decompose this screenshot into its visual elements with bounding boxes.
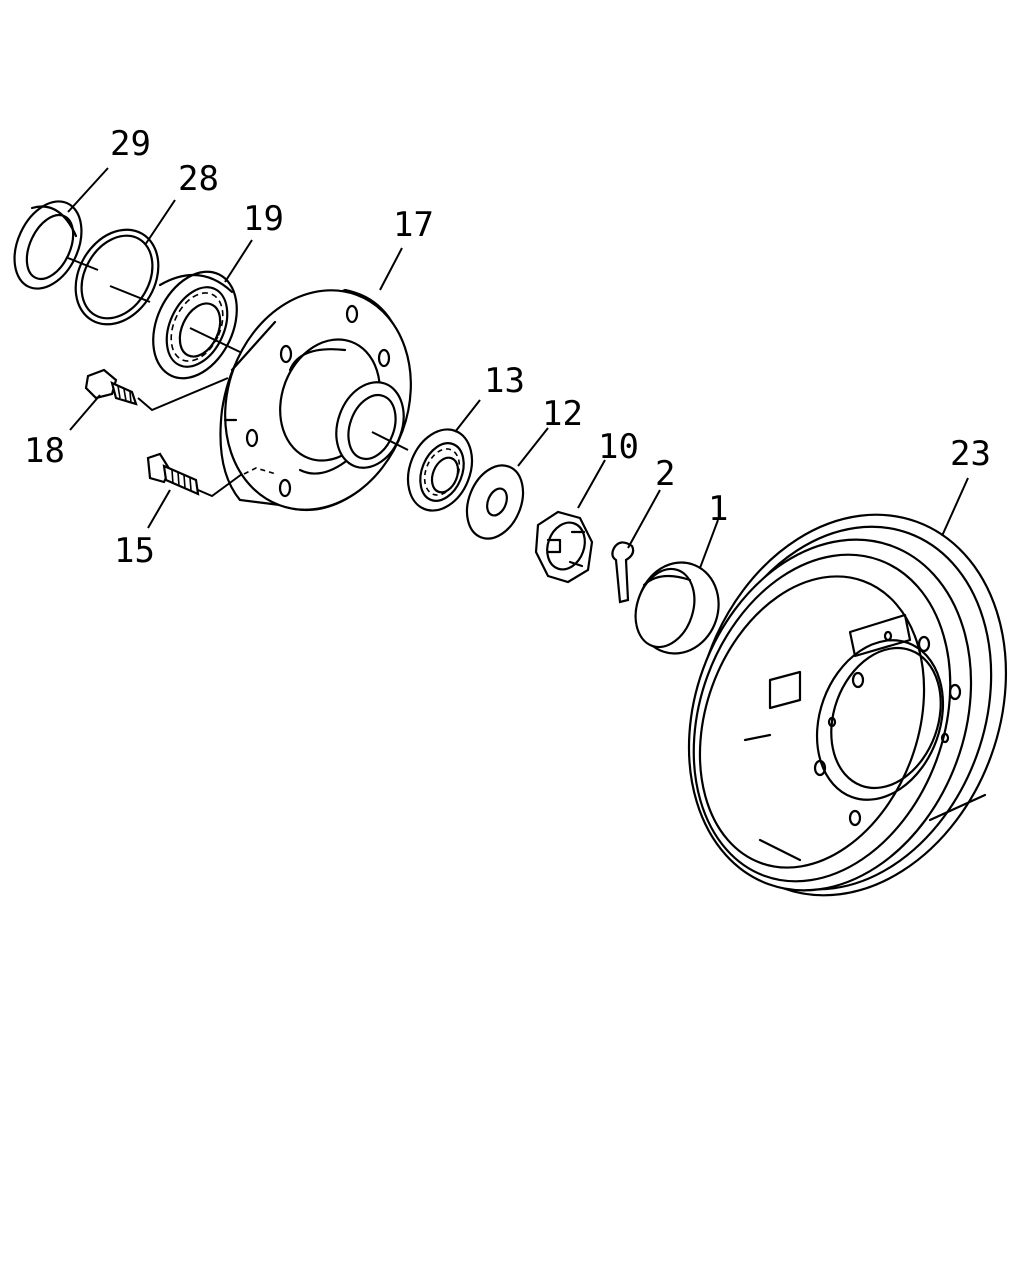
callout-15: 15 [114, 531, 155, 571]
part-12-washer[interactable] [457, 457, 534, 547]
part-18-bolt[interactable] [84, 368, 138, 406]
callout-28: 28 [178, 159, 219, 199]
part-29-seal[interactable] [1, 191, 94, 300]
part-23-brake-drum[interactable] [642, 470, 1024, 939]
callout-2: 2 [655, 454, 675, 494]
callout-18: 18 [24, 431, 65, 471]
callout-1: 1 [708, 489, 728, 529]
part-13-bearing[interactable] [396, 420, 483, 520]
part-10-castle-nut[interactable] [534, 510, 594, 584]
callout-10: 10 [598, 427, 639, 467]
part-2-cotter-pin[interactable] [611, 541, 635, 604]
callout-13: 13 [484, 361, 525, 401]
part-15-stud[interactable] [146, 452, 200, 496]
callout-23: 23 [950, 434, 991, 474]
callout-17: 17 [393, 205, 434, 245]
callout-29: 29 [110, 124, 151, 164]
callout-19: 19 [243, 199, 284, 239]
part-19-bearing[interactable] [137, 258, 253, 392]
callout-12: 12 [542, 394, 583, 434]
leader-lines [67, 167, 969, 569]
part-17-hub[interactable] [195, 264, 441, 536]
part-1-hub-cap[interactable] [626, 552, 731, 664]
part-28-ring[interactable] [59, 215, 175, 340]
callouts: 29 28 19 17 18 15 13 12 10 2 1 23 [24, 124, 991, 571]
